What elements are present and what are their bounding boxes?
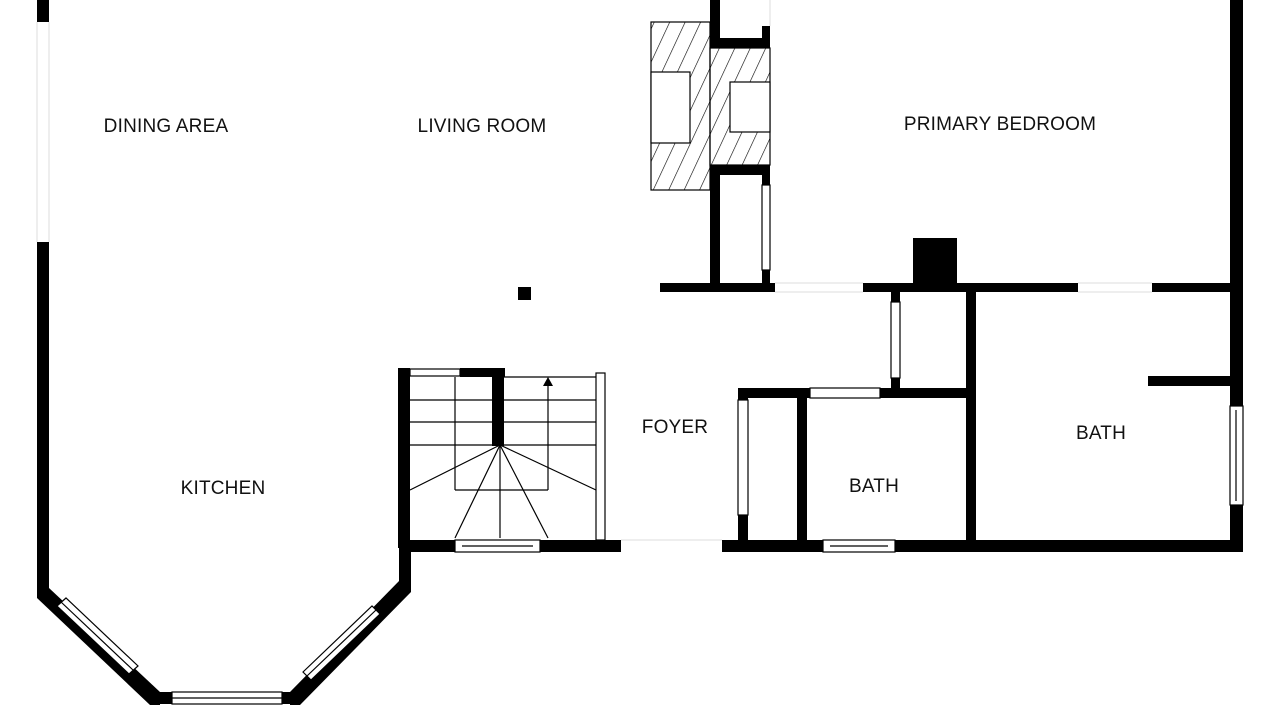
chimney (913, 238, 957, 285)
windows (56, 368, 1244, 705)
exterior-walls (36, 0, 1243, 705)
room-label-kitchen: KITCHEN (180, 478, 266, 499)
staircase (409, 372, 606, 541)
room-label-foyer: FOYER (641, 417, 709, 438)
room-label-living: LIVING ROOM (417, 116, 547, 137)
fireplace (650, 21, 771, 191)
room-label-primary-bedroom: PRIMARY BEDROOM (903, 114, 1097, 135)
room-label-bath: BATH (1075, 423, 1127, 444)
column (518, 287, 531, 300)
room-label-dining: DINING AREA (103, 116, 229, 137)
room-label-bath: BATH (848, 476, 900, 497)
interior-walls (660, 0, 1232, 545)
stair-direction-arrow-icon (543, 377, 553, 386)
